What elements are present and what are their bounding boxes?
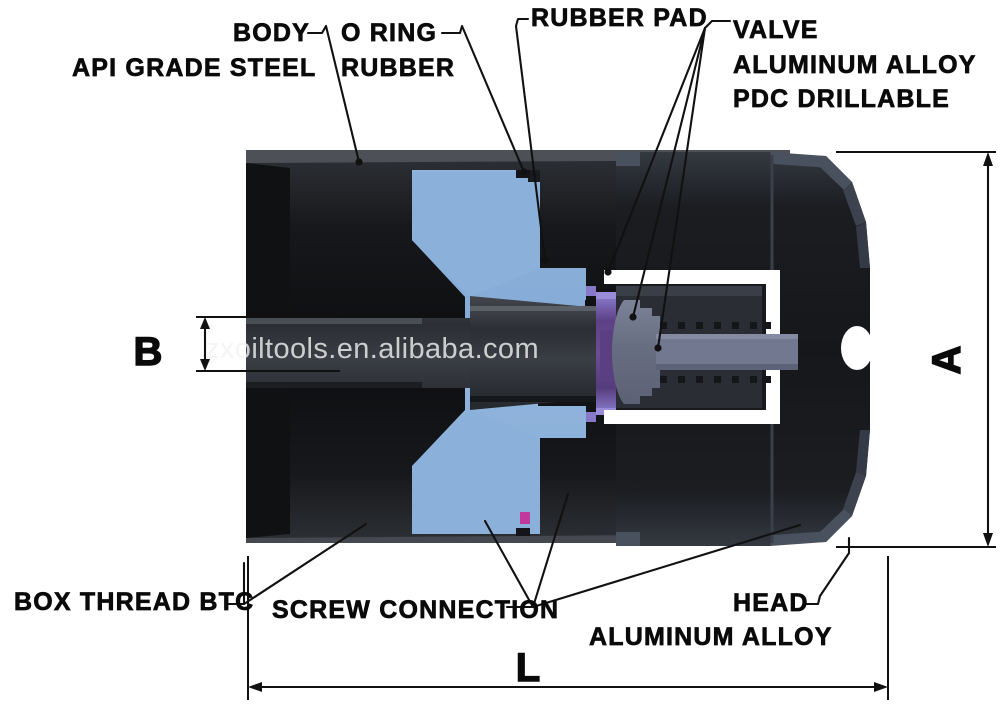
head-facet-lower-2 (843, 472, 866, 516)
bore-shaft-shadow-bottom (470, 396, 602, 402)
plug-assembly (246, 150, 873, 546)
o-ring-groove-bottom (516, 528, 530, 536)
dim-l-label: L (516, 646, 540, 690)
leader-valve-2 (631, 26, 707, 319)
leader-screw-2 (531, 492, 570, 609)
head-shoulder-top (616, 152, 640, 166)
screw-seal-magenta (521, 513, 530, 524)
callout-valve-drillable: PDC DRILLABLE (733, 85, 950, 113)
bore-top-highlight (246, 318, 422, 324)
dimension-l: L (247, 556, 889, 700)
leader-dot-rubber-pad (541, 256, 549, 264)
head-facet-upper-1 (820, 156, 852, 190)
dim-a-arrow-bottom (983, 533, 993, 547)
leader-valve-3 (656, 26, 707, 350)
leader-dot-valve-1 (604, 268, 612, 276)
callout-o-ring: O RING (341, 19, 437, 47)
dim-a-label: A (925, 346, 969, 375)
leader-valve-1 (606, 19, 732, 274)
screw-seal-violet-bottom (586, 412, 596, 422)
leader-o-ring (440, 24, 526, 174)
head-shoulder-bottom (616, 532, 640, 546)
dim-a-arrow-top (983, 152, 993, 166)
callout-valve-material: ALUMINUM ALLOY (733, 51, 977, 79)
watermark-text: zxoiltools.en.alibaba.com (205, 333, 539, 365)
callout-rubber-pad: RUBBER PAD (531, 4, 708, 32)
callout-head-material: ALUMINUM ALLOY (589, 623, 833, 651)
dim-b-label: B (134, 330, 163, 374)
leader-dot-valve-3 (654, 344, 662, 352)
leader-rubber-pad (514, 17, 547, 262)
valve-assembly (612, 300, 798, 404)
leader-dot-body (355, 158, 363, 166)
callout-screw-connection: SCREW CONNECTION (272, 596, 559, 624)
valve-head (612, 300, 660, 404)
screw-seal-violet-top (586, 286, 596, 296)
dim-l-arrow-right (874, 682, 888, 692)
head-facet-bottom (770, 531, 830, 546)
callout-rubber: RUBBER (341, 54, 455, 82)
callout-head: HEAD (733, 589, 809, 617)
head-facet-upper-3 (856, 222, 870, 268)
callout-box-thread-btc: BOX THREAD BTC (14, 588, 254, 616)
dim-l-arrow-left (248, 682, 262, 692)
callout-body: BODY (233, 19, 310, 47)
callout-api-grade-steel: API GRADE STEEL (72, 54, 316, 82)
cavity-insert-highlight (616, 286, 762, 296)
valve-stem-shadow (656, 364, 798, 370)
leader-body (306, 24, 361, 164)
central-bore (246, 296, 602, 410)
dim-b-arrow-top (200, 317, 210, 329)
bore-shaft-highlight-top (470, 306, 602, 311)
head-facet-top (770, 152, 830, 168)
head-facet-lower-3 (856, 430, 870, 476)
callout-valve: VALVE (733, 16, 819, 44)
leader-dot-o-ring (520, 168, 528, 176)
leader-dot-valve-2 (629, 313, 637, 321)
rubber-pad-lower-face (412, 409, 540, 534)
dim-b-arrow-bottom (200, 359, 210, 371)
valve-thread-dots-top (660, 322, 771, 329)
head-side-hole (841, 326, 873, 370)
dimension-a: A (836, 151, 996, 548)
body-left-taper-upper (246, 163, 290, 352)
body-left-taper-lower (246, 352, 290, 538)
callout-labels: API GRADE STEEL BODY O RING RUBBER RUBBE… (14, 4, 977, 652)
valve-seat-top-highlight (596, 292, 630, 299)
rubber-pad (412, 170, 586, 534)
dimension-b: B (133, 316, 340, 375)
head-facet-upper-2 (843, 182, 866, 226)
valve-stem-highlight (656, 334, 798, 339)
leader-screw-3 (531, 523, 802, 609)
valve-thread-dots-bottom (660, 376, 771, 383)
bore-bottom-shadow (246, 382, 422, 388)
rubber-pad-upper-face (412, 172, 540, 297)
bore-shaft (470, 306, 602, 402)
screw-connection-seals (521, 286, 596, 524)
